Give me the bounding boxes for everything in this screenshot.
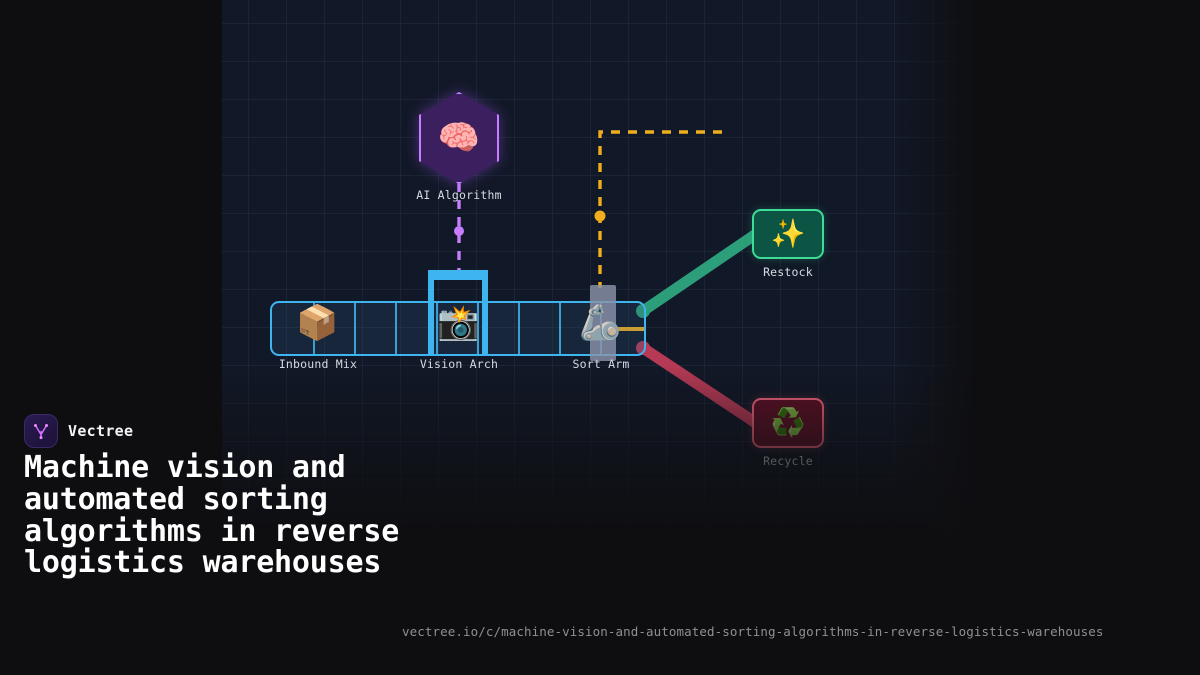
node-recycle[interactable]: ♻️ Recycle: [752, 398, 824, 468]
belt-divider: [313, 303, 315, 354]
node-restock[interactable]: ✨ Restock: [752, 209, 824, 279]
diagram-root: 🧠 AI Algorithm 📦 Inbound Mix 📸 Vision Ar…: [222, 0, 977, 535]
node-ai-algorithm[interactable]: 🧠 AI Algorithm: [416, 92, 502, 202]
arch-post-right: [482, 270, 488, 356]
arch-post-left: [428, 270, 434, 356]
edge-sortarm-recycle: [636, 341, 762, 429]
sparkles-emoji: ✨: [752, 209, 824, 259]
recycle-emoji: ♻️: [752, 398, 824, 448]
node-label-inbound-mix: Inbound Mix: [278, 357, 358, 371]
belt-divider: [436, 303, 438, 354]
belt-divider: [395, 303, 397, 354]
arch-beam: [428, 270, 488, 280]
hexagon-shape: 🧠: [419, 92, 499, 184]
sort-arm-tower: [590, 285, 616, 361]
belt-divider: [354, 303, 356, 354]
node-label-ai-algorithm: AI Algorithm: [416, 188, 502, 202]
brand: Vectree: [24, 414, 133, 448]
belt-divider: [518, 303, 520, 354]
camera-flash-emoji: 📸: [437, 303, 480, 343]
page-url: vectree.io/c/machine-vision-and-automate…: [402, 624, 1104, 639]
package-emoji: 📦: [296, 303, 339, 343]
brand-name: Vectree: [68, 422, 134, 440]
brain-emoji: 🧠: [419, 92, 499, 184]
node-label-recycle: Recycle: [763, 454, 813, 468]
belt-divider: [559, 303, 561, 354]
node-label-restock: Restock: [763, 265, 813, 279]
vectree-logo-icon: [24, 414, 58, 448]
vision-arch-structure: [428, 270, 488, 356]
robot-arm-emoji: 🦾: [579, 303, 622, 343]
node-label-vision-arch: Vision Arch: [419, 357, 499, 371]
edge-ai-sortarm: [594, 130, 722, 288]
edge-ai-vision: [454, 166, 464, 276]
page-title: Machine vision and automated sorting alg…: [24, 450, 400, 581]
belt-divider: [477, 303, 479, 354]
edge-sortarm-restock: [636, 228, 762, 318]
node-label-sort-arm: Sort Arm: [572, 357, 630, 371]
